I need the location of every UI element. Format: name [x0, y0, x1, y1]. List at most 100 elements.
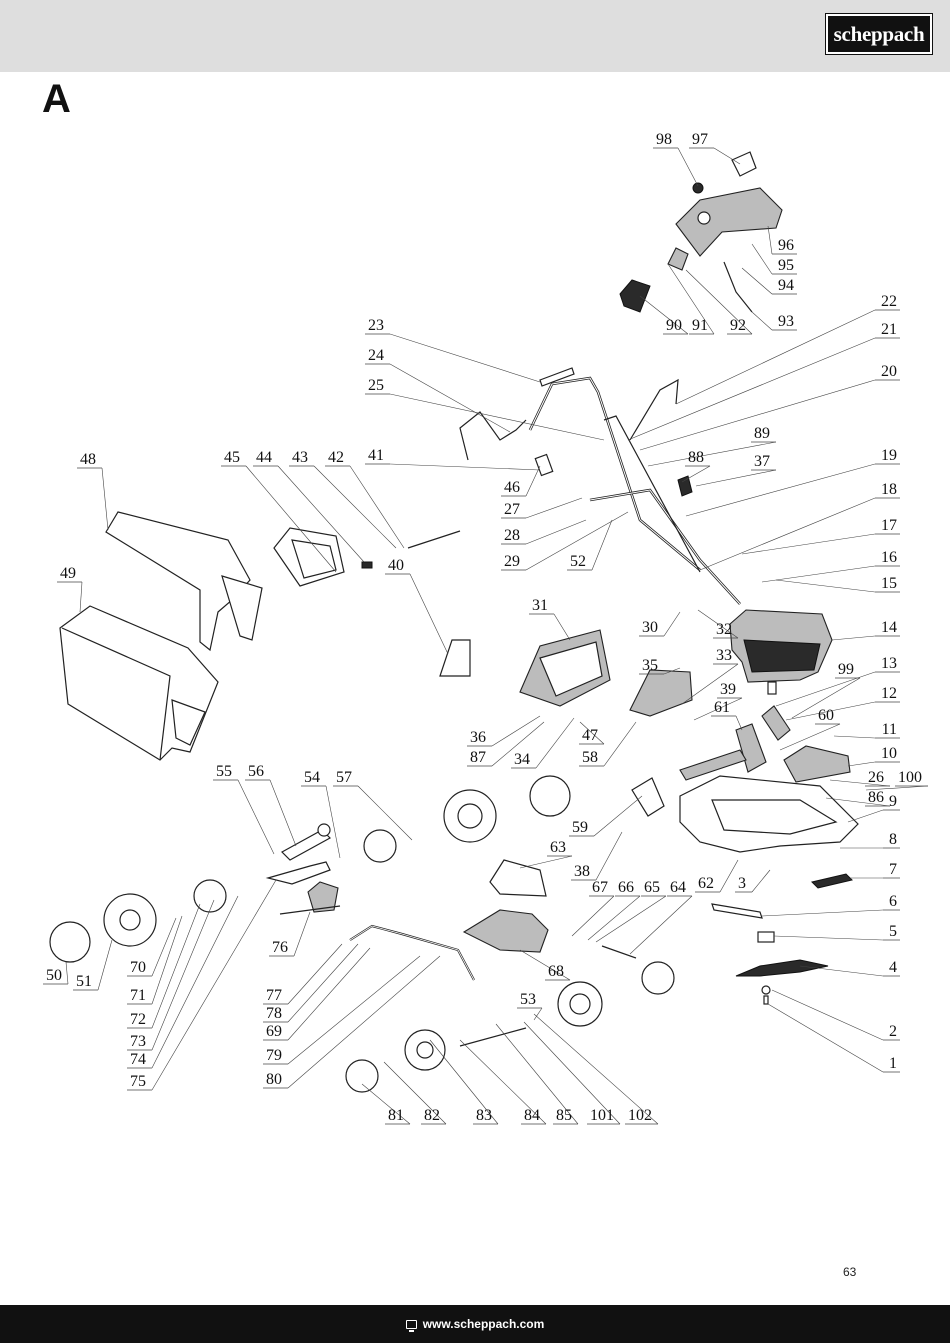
leader-line — [429, 1039, 499, 1125]
part-number-label: 82 — [424, 1107, 440, 1124]
part-number-label: 23 — [368, 317, 384, 334]
deck-cover-10 — [783, 745, 851, 783]
hubcap-rear-right — [345, 1059, 379, 1093]
leader-line — [495, 1023, 579, 1125]
part-number-label: 10 — [881, 745, 897, 762]
part-number-label: 48 — [80, 451, 96, 468]
part-number-label: 75 — [130, 1073, 146, 1090]
part-number-label: 65 — [644, 879, 660, 896]
wheel-rear-right-hub — [416, 1041, 434, 1059]
upper-handle-inner — [529, 377, 701, 571]
part-number-label: 12 — [881, 685, 897, 702]
gear-71 — [193, 879, 227, 913]
leader-line — [761, 909, 884, 917]
leader-line — [519, 949, 571, 981]
leader-line — [767, 225, 773, 255]
part-number-label: 24 — [368, 347, 384, 364]
leader-line — [681, 663, 739, 705]
part-number-label: 72 — [130, 1011, 146, 1028]
side-discharge-flap — [439, 639, 471, 677]
part-number-label: 57 — [336, 769, 352, 786]
part-number-label: 96 — [778, 237, 794, 254]
leader-line — [647, 441, 777, 467]
dashboard-knob — [697, 211, 711, 225]
part-number-label: 70 — [130, 959, 146, 976]
part-number-label: 15 — [881, 575, 897, 592]
part-number-label: 66 — [618, 879, 634, 896]
leader-line — [865, 785, 929, 791]
leader-line — [293, 911, 311, 957]
leader-line — [751, 243, 773, 275]
part-number-label: 9 — [889, 793, 897, 810]
leader-line — [719, 859, 739, 893]
part-number-label: 94 — [778, 277, 794, 294]
section-letter: A — [42, 77, 71, 121]
part-number-label: 90 — [666, 317, 682, 334]
leader-line — [751, 311, 773, 331]
part-number-label: 61 — [714, 699, 730, 716]
leader-line — [791, 677, 861, 719]
leader-line — [277, 465, 365, 563]
hubcap-front-left — [529, 775, 571, 817]
part-number-label: 8 — [889, 831, 897, 848]
leader-line — [663, 611, 681, 637]
part-number-label: 32 — [716, 621, 732, 638]
cover-35 — [629, 669, 693, 717]
cable-18 — [603, 415, 701, 573]
part-number-label: 5 — [889, 923, 897, 940]
leader-line — [667, 263, 715, 335]
leader-line — [767, 1003, 884, 1073]
part-number-label: 20 — [881, 363, 897, 380]
part-number-label: 14 — [881, 619, 897, 636]
leader-line — [779, 723, 841, 751]
website-link[interactable]: www.scheppach.com — [422, 1317, 545, 1331]
leader-line — [825, 797, 891, 807]
leader-line — [237, 779, 275, 855]
mulch-plug-inner — [291, 539, 337, 579]
leader-line — [629, 895, 693, 955]
wheel-front-right-hub — [569, 993, 591, 1015]
blade-adapter-5 — [757, 931, 775, 943]
part-number-label: 97 — [692, 131, 708, 148]
part-number-label: 56 — [248, 763, 264, 780]
handle-lever-24 — [459, 411, 527, 461]
leader-line — [287, 943, 359, 1023]
air-filter-99 — [761, 705, 791, 741]
leader-line — [361, 1083, 411, 1125]
leader-line — [663, 667, 681, 675]
part-number-label: 95 — [778, 257, 794, 274]
leader-line — [771, 989, 884, 1041]
part-number-label: 100 — [898, 769, 922, 786]
leader-line — [675, 309, 876, 405]
leader-line — [269, 779, 297, 847]
dashboard-cover-96 — [675, 187, 783, 257]
part-number-label: 4 — [889, 959, 897, 976]
leader-lines — [65, 147, 929, 1125]
part-number-label: 53 — [520, 991, 536, 1008]
wheel-front-left-hub — [457, 803, 483, 829]
leader-line — [97, 939, 113, 991]
key-91 — [667, 247, 689, 271]
leader-line — [693, 697, 743, 721]
leader-line — [525, 465, 541, 497]
engine-body — [743, 639, 821, 673]
leader-line — [713, 147, 741, 165]
part-number-label: 91 — [692, 317, 708, 334]
leader-line — [847, 809, 884, 823]
leader-line — [831, 635, 876, 641]
computer-monitor-icon — [405, 1319, 417, 1332]
brand-logo-text: scheppach — [833, 21, 925, 46]
part-number-label: 39 — [720, 681, 736, 698]
height-adjust-bar-inner — [349, 925, 475, 981]
rod-42 — [407, 530, 461, 549]
leader-line — [741, 533, 876, 555]
part-number-label: 93 — [778, 313, 794, 330]
part-number-label: 35 — [642, 657, 658, 674]
grass-bag-edge — [61, 627, 171, 761]
handle-grip-23 — [539, 367, 575, 387]
leader-line — [287, 955, 421, 1065]
belt-6 — [711, 903, 763, 919]
part-number-labels: 1234567891011121314151617181920212223242… — [43, 131, 928, 1125]
knob-98 — [692, 182, 704, 194]
leader-line — [799, 965, 884, 977]
